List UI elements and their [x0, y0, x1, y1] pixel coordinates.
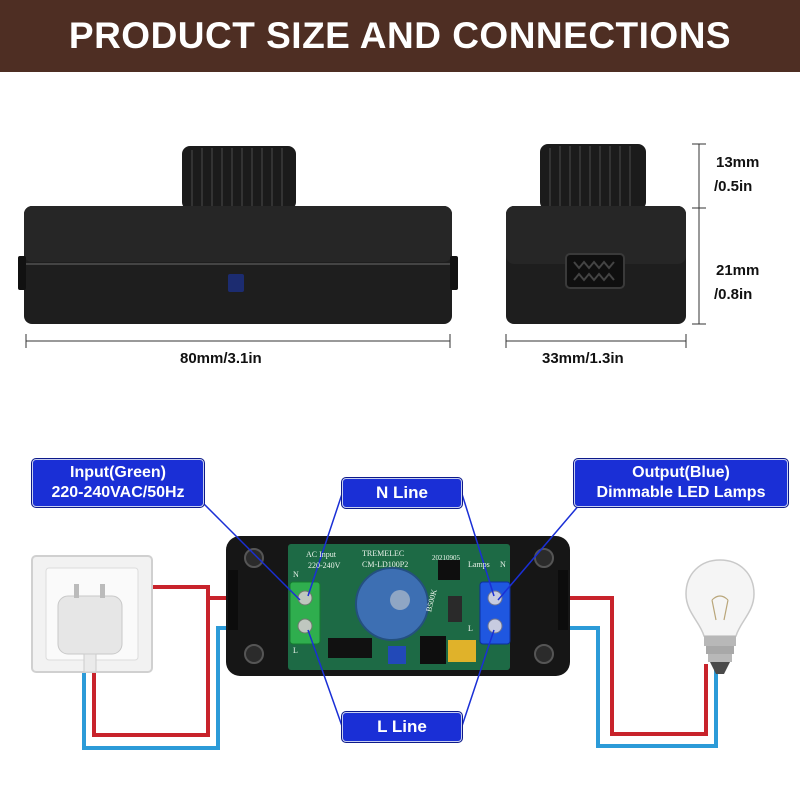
- callout-pointers: [199, 493, 581, 727]
- input-callout-line1: Input(Green): [70, 464, 166, 481]
- l-line-label: L Line: [377, 717, 427, 736]
- page-title: PRODUCT SIZE AND CONNECTIONS: [68, 15, 732, 56]
- knob-height-mm-label: 13mm: [716, 154, 760, 171]
- knob-height-in-label: /0.5in: [714, 178, 753, 195]
- body-height-in-label: /0.8in: [714, 286, 753, 303]
- body-height-mm-label: 21mm: [716, 262, 760, 279]
- pcb-ac-input: AC Input: [306, 550, 336, 559]
- pcb-l-right: L: [468, 624, 473, 633]
- light-bulb-icon: [685, 559, 755, 674]
- plug: [57, 595, 123, 655]
- front-view: [18, 146, 458, 348]
- width-dimension-label: 33mm/1.3in: [542, 350, 624, 367]
- output-callout-line2: Dimmable LED Lamps: [596, 484, 766, 501]
- red-wire-output: [498, 596, 708, 736]
- pcb-model: CM-LD100P2: [362, 560, 409, 569]
- side-view: [505, 143, 706, 348]
- side-cable-port: [565, 253, 625, 289]
- input-callout-line2: 220-240VAC/50Hz: [51, 484, 185, 501]
- output-callout: Output(Blue) Dimmable LED Lamps: [574, 459, 788, 507]
- length-dimension-label: 80mm/3.1in: [180, 350, 262, 367]
- output-terminal: [479, 581, 511, 645]
- pcb-l-left: L: [293, 646, 298, 655]
- n-line-label: N Line: [376, 483, 428, 502]
- input-callout: Input(Green) 220-240VAC/50Hz: [32, 459, 204, 507]
- output-callout-line1: Output(Blue): [632, 464, 730, 481]
- header-bar: PRODUCT SIZE AND CONNECTIONS: [0, 0, 800, 72]
- wall-socket: [31, 555, 153, 673]
- pcb-lamps: Lamps: [468, 560, 490, 569]
- n-line-callout: N Line: [342, 478, 462, 508]
- pcb-date: 20210905: [432, 554, 460, 562]
- pcb-n-right: N: [500, 560, 506, 569]
- pcb-voltage: 220-240V: [308, 561, 341, 570]
- pcb-n-left: N: [293, 570, 299, 579]
- front-knob: [182, 146, 296, 210]
- pcb-brand: TREMELEC: [362, 549, 405, 558]
- front-screw: [228, 274, 244, 292]
- l-line-callout: L Line: [342, 712, 462, 742]
